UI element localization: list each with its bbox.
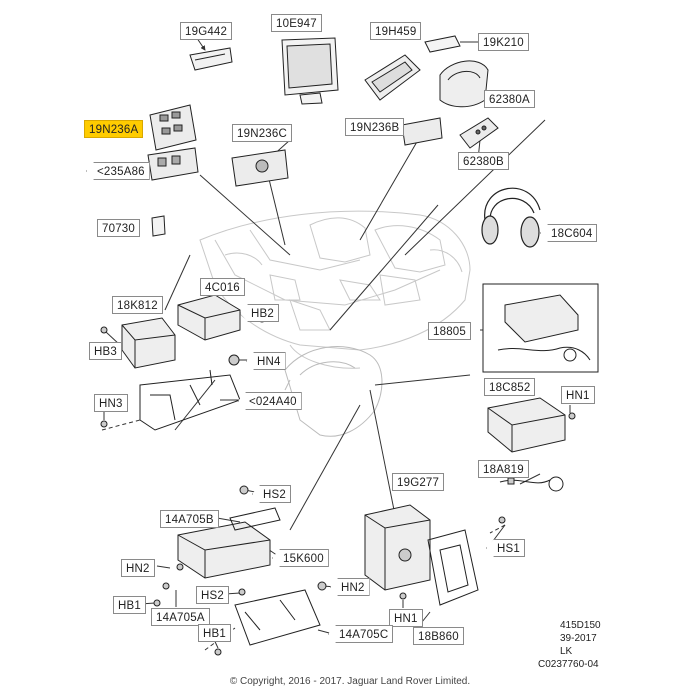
label-HB1-left[interactable]: HB1 bbox=[113, 596, 146, 614]
part-18C852-module bbox=[487, 397, 566, 453]
label-18805[interactable]: 18805 bbox=[428, 322, 471, 340]
part-19H459-console-module bbox=[364, 54, 421, 101]
part-62380A-overhead-console bbox=[439, 60, 489, 108]
label-62380B[interactable]: 62380B bbox=[458, 152, 509, 170]
label-HB1-bottom[interactable]: HB1 bbox=[198, 624, 231, 642]
copyright-notice: © Copyright, 2016 - 2017. Jaguar Land Ro… bbox=[229, 676, 471, 687]
label-19N236B[interactable]: 19N236B bbox=[345, 118, 405, 136]
part-19N236A-switch-pack bbox=[149, 104, 197, 151]
reference-line-2: 39-2017 bbox=[560, 633, 597, 644]
part-15K600-module bbox=[177, 521, 271, 579]
reference-line-1: 415D150 bbox=[560, 620, 601, 631]
label-HS2-bottom[interactable]: HS2 bbox=[196, 586, 229, 604]
label-HN1-top[interactable]: HN1 bbox=[561, 386, 595, 404]
part-024A40-bracket bbox=[139, 369, 241, 431]
label-10E947[interactable]: 10E947 bbox=[271, 14, 322, 32]
label-14A705C[interactable]: 14A705C bbox=[328, 625, 394, 643]
label-HN1-bottom[interactable]: HN1 bbox=[389, 609, 423, 627]
reference-line-4: C0237760-04 bbox=[538, 659, 599, 670]
label-HN4[interactable]: HN4 bbox=[246, 352, 286, 370]
part-19G277-module bbox=[364, 504, 431, 591]
part-18C604-headphones bbox=[481, 187, 541, 248]
label-19G277[interactable]: 19G277 bbox=[392, 473, 445, 491]
label-235A86[interactable]: <235A86 bbox=[86, 162, 150, 180]
label-19N236C[interactable]: 19N236C bbox=[232, 124, 292, 142]
label-18K812[interactable]: 18K812 bbox=[112, 296, 163, 314]
label-HN2-right[interactable]: HN2 bbox=[330, 578, 370, 596]
rear-floor-panel bbox=[284, 346, 383, 437]
label-14A705A[interactable]: 14A705A bbox=[151, 608, 210, 626]
label-HS2-top[interactable]: HS2 bbox=[252, 485, 291, 503]
part-19N236B-switch bbox=[401, 117, 443, 146]
label-18A819[interactable]: 18A819 bbox=[478, 460, 529, 478]
part-62380B-remote bbox=[459, 117, 499, 149]
part-18K812-module bbox=[121, 317, 176, 369]
label-HS1[interactable]: HS1 bbox=[486, 539, 525, 557]
label-15K600[interactable]: 15K600 bbox=[272, 549, 329, 567]
part-10E947-display bbox=[281, 37, 339, 105]
label-18C604[interactable]: 18C604 bbox=[540, 224, 598, 242]
label-HN3[interactable]: HN3 bbox=[94, 394, 128, 412]
part-14A705B-bracket bbox=[229, 507, 281, 531]
part-235A86-panel bbox=[147, 147, 199, 181]
label-62380A[interactable]: 62380A bbox=[484, 90, 535, 108]
part-18B860-bracket bbox=[427, 529, 479, 606]
vehicle-interior-illustration bbox=[199, 210, 471, 369]
leader-lines bbox=[103, 24, 571, 649]
part-19K210-card bbox=[424, 35, 461, 53]
label-HB2[interactable]: HB2 bbox=[240, 304, 279, 322]
part-14A705C-bracket bbox=[234, 589, 321, 646]
label-70730[interactable]: 70730 bbox=[97, 219, 140, 237]
diagram-reference: 415D150 39-2017 LK C0237760-04 bbox=[538, 620, 601, 671]
label-19K210[interactable]: 19K210 bbox=[478, 33, 529, 51]
label-19N236A[interactable]: 19N236A bbox=[84, 120, 144, 138]
part-19N236C-control-panel bbox=[231, 149, 289, 187]
part-4C016-module bbox=[177, 294, 241, 341]
part-70730-label bbox=[151, 215, 166, 237]
label-HB3[interactable]: HB3 bbox=[89, 342, 122, 360]
label-4C016[interactable]: 4C016 bbox=[200, 278, 245, 296]
label-19H459[interactable]: 19H459 bbox=[370, 22, 422, 40]
label-HN2-left[interactable]: HN2 bbox=[121, 559, 155, 577]
part-18805-kit bbox=[482, 283, 599, 373]
label-18B860[interactable]: 18B860 bbox=[413, 627, 464, 645]
label-14A705B[interactable]: 14A705B bbox=[160, 510, 219, 528]
label-18C852[interactable]: 18C852 bbox=[484, 378, 536, 396]
part-18A819-harness bbox=[499, 476, 564, 492]
reference-line-3: LK bbox=[560, 646, 573, 657]
label-024A40[interactable]: <024A40 bbox=[238, 392, 302, 410]
part-19G442-bracket bbox=[189, 47, 233, 71]
label-19G442[interactable]: 19G442 bbox=[180, 22, 233, 40]
